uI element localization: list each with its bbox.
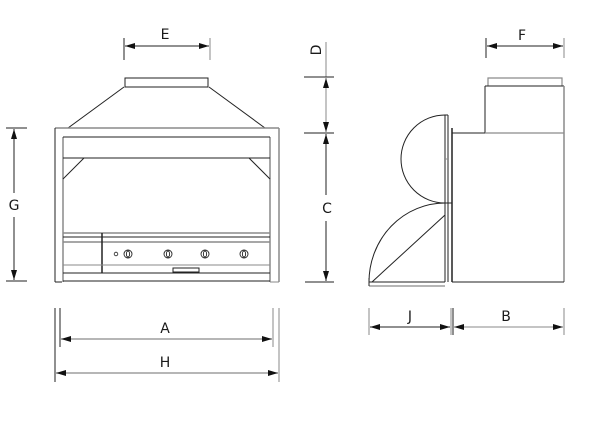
label-h: H: [160, 355, 171, 371]
dimension-j: J: [368, 308, 452, 335]
front-view: E G A H: [6, 27, 280, 382]
dimension-f: F: [485, 28, 565, 58]
label-g: G: [9, 198, 20, 214]
knob-3: [200, 249, 210, 259]
label-a: A: [160, 321, 170, 337]
label-e: E: [161, 27, 170, 43]
upper-door-swing: [400, 114, 446, 204]
dimension-a: A: [59, 308, 274, 347]
side-chimney: [452, 85, 565, 282]
control-panel: [63, 232, 270, 282]
inner-frame: [62, 136, 271, 282]
indicator-dot: [113, 251, 119, 257]
label-j: J: [407, 309, 412, 325]
chimney-collar: [124, 77, 209, 88]
side-base-tray: [368, 278, 445, 287]
dimension-d: D: [304, 42, 334, 134]
side-view: D C F J B: [304, 28, 565, 335]
knob-1: [123, 249, 133, 259]
knob-2: [163, 249, 173, 259]
side-body: [444, 114, 564, 283]
label-c: C: [322, 201, 332, 217]
outer-frame: [54, 127, 280, 283]
label-d: D: [309, 45, 325, 56]
hood: [67, 86, 266, 129]
dimension-b: B: [452, 308, 565, 335]
label-f: F: [518, 28, 526, 44]
drip-tray-handle: [172, 267, 200, 273]
dimension-e: E: [123, 27, 211, 60]
lower-door-diagonal: [371, 214, 446, 283]
dimension-h: H: [54, 308, 280, 382]
knob-4: [239, 249, 249, 259]
side-chimney-collar: [487, 77, 563, 86]
dimension-c: C: [305, 134, 334, 283]
lower-door-swing: [368, 202, 446, 283]
label-b: B: [501, 309, 511, 325]
dimension-g: G: [6, 127, 27, 282]
